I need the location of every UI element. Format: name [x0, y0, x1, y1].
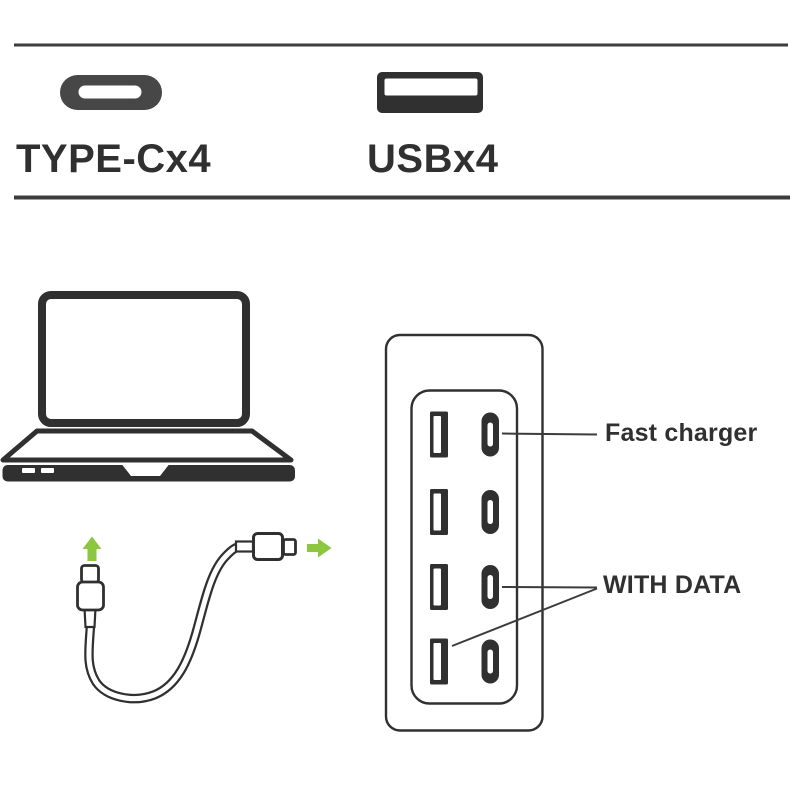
usb-a-connector-icon [377, 72, 483, 113]
connector-body [252, 532, 284, 561]
up-arrow-icon [82, 536, 102, 561]
cable-connector-left [76, 564, 105, 629]
laptop-screen [38, 291, 250, 427]
laptop-port-dash [22, 468, 35, 473]
hub-port-row-2 [430, 489, 499, 535]
cable-connector-right [234, 532, 297, 561]
laptop-base-deck [0, 428, 294, 463]
right-arrow-icon [307, 538, 332, 558]
connector-tip [80, 564, 100, 584]
callout-line-with-data-usba [451, 587, 598, 647]
hub-port-row-4 [430, 638, 499, 685]
connector-tip [282, 538, 297, 556]
hub-port-row-1 [430, 411, 499, 458]
type-c-connector-icon [60, 75, 162, 110]
cable-cord [84, 541, 248, 704]
connector-body [76, 580, 105, 612]
usb-c-port [481, 412, 499, 457]
usb-a-port [430, 564, 448, 610]
laptop-front-edge [2, 464, 295, 482]
usb-a-port [430, 411, 448, 458]
usb-c-port [481, 490, 499, 534]
hub-illustration [384, 333, 598, 732]
usb-a-port [430, 638, 448, 685]
type-c-label: TYPE-Cx4 [16, 137, 212, 181]
hub-port-panel [410, 389, 519, 705]
usb-c-port [481, 565, 499, 609]
laptop-notch [122, 464, 169, 476]
callout-line-with-data-usbc [501, 586, 598, 589]
laptop-port-dash [41, 468, 54, 473]
with-data-label: WITH DATA [603, 571, 742, 599]
laptop-illustration [0, 291, 295, 482]
connector-neck [234, 540, 255, 553]
callout-line-fast-charger [501, 432, 598, 436]
usb-c-cable-illustration [76, 532, 332, 704]
usb-c-port [481, 639, 499, 684]
fast-charger-label: Fast charger [605, 419, 758, 447]
usb-a-port [430, 489, 448, 535]
usb-label: USBx4 [367, 137, 499, 181]
legend-section [14, 43, 790, 200]
hub-port-row-3 [430, 564, 499, 610]
